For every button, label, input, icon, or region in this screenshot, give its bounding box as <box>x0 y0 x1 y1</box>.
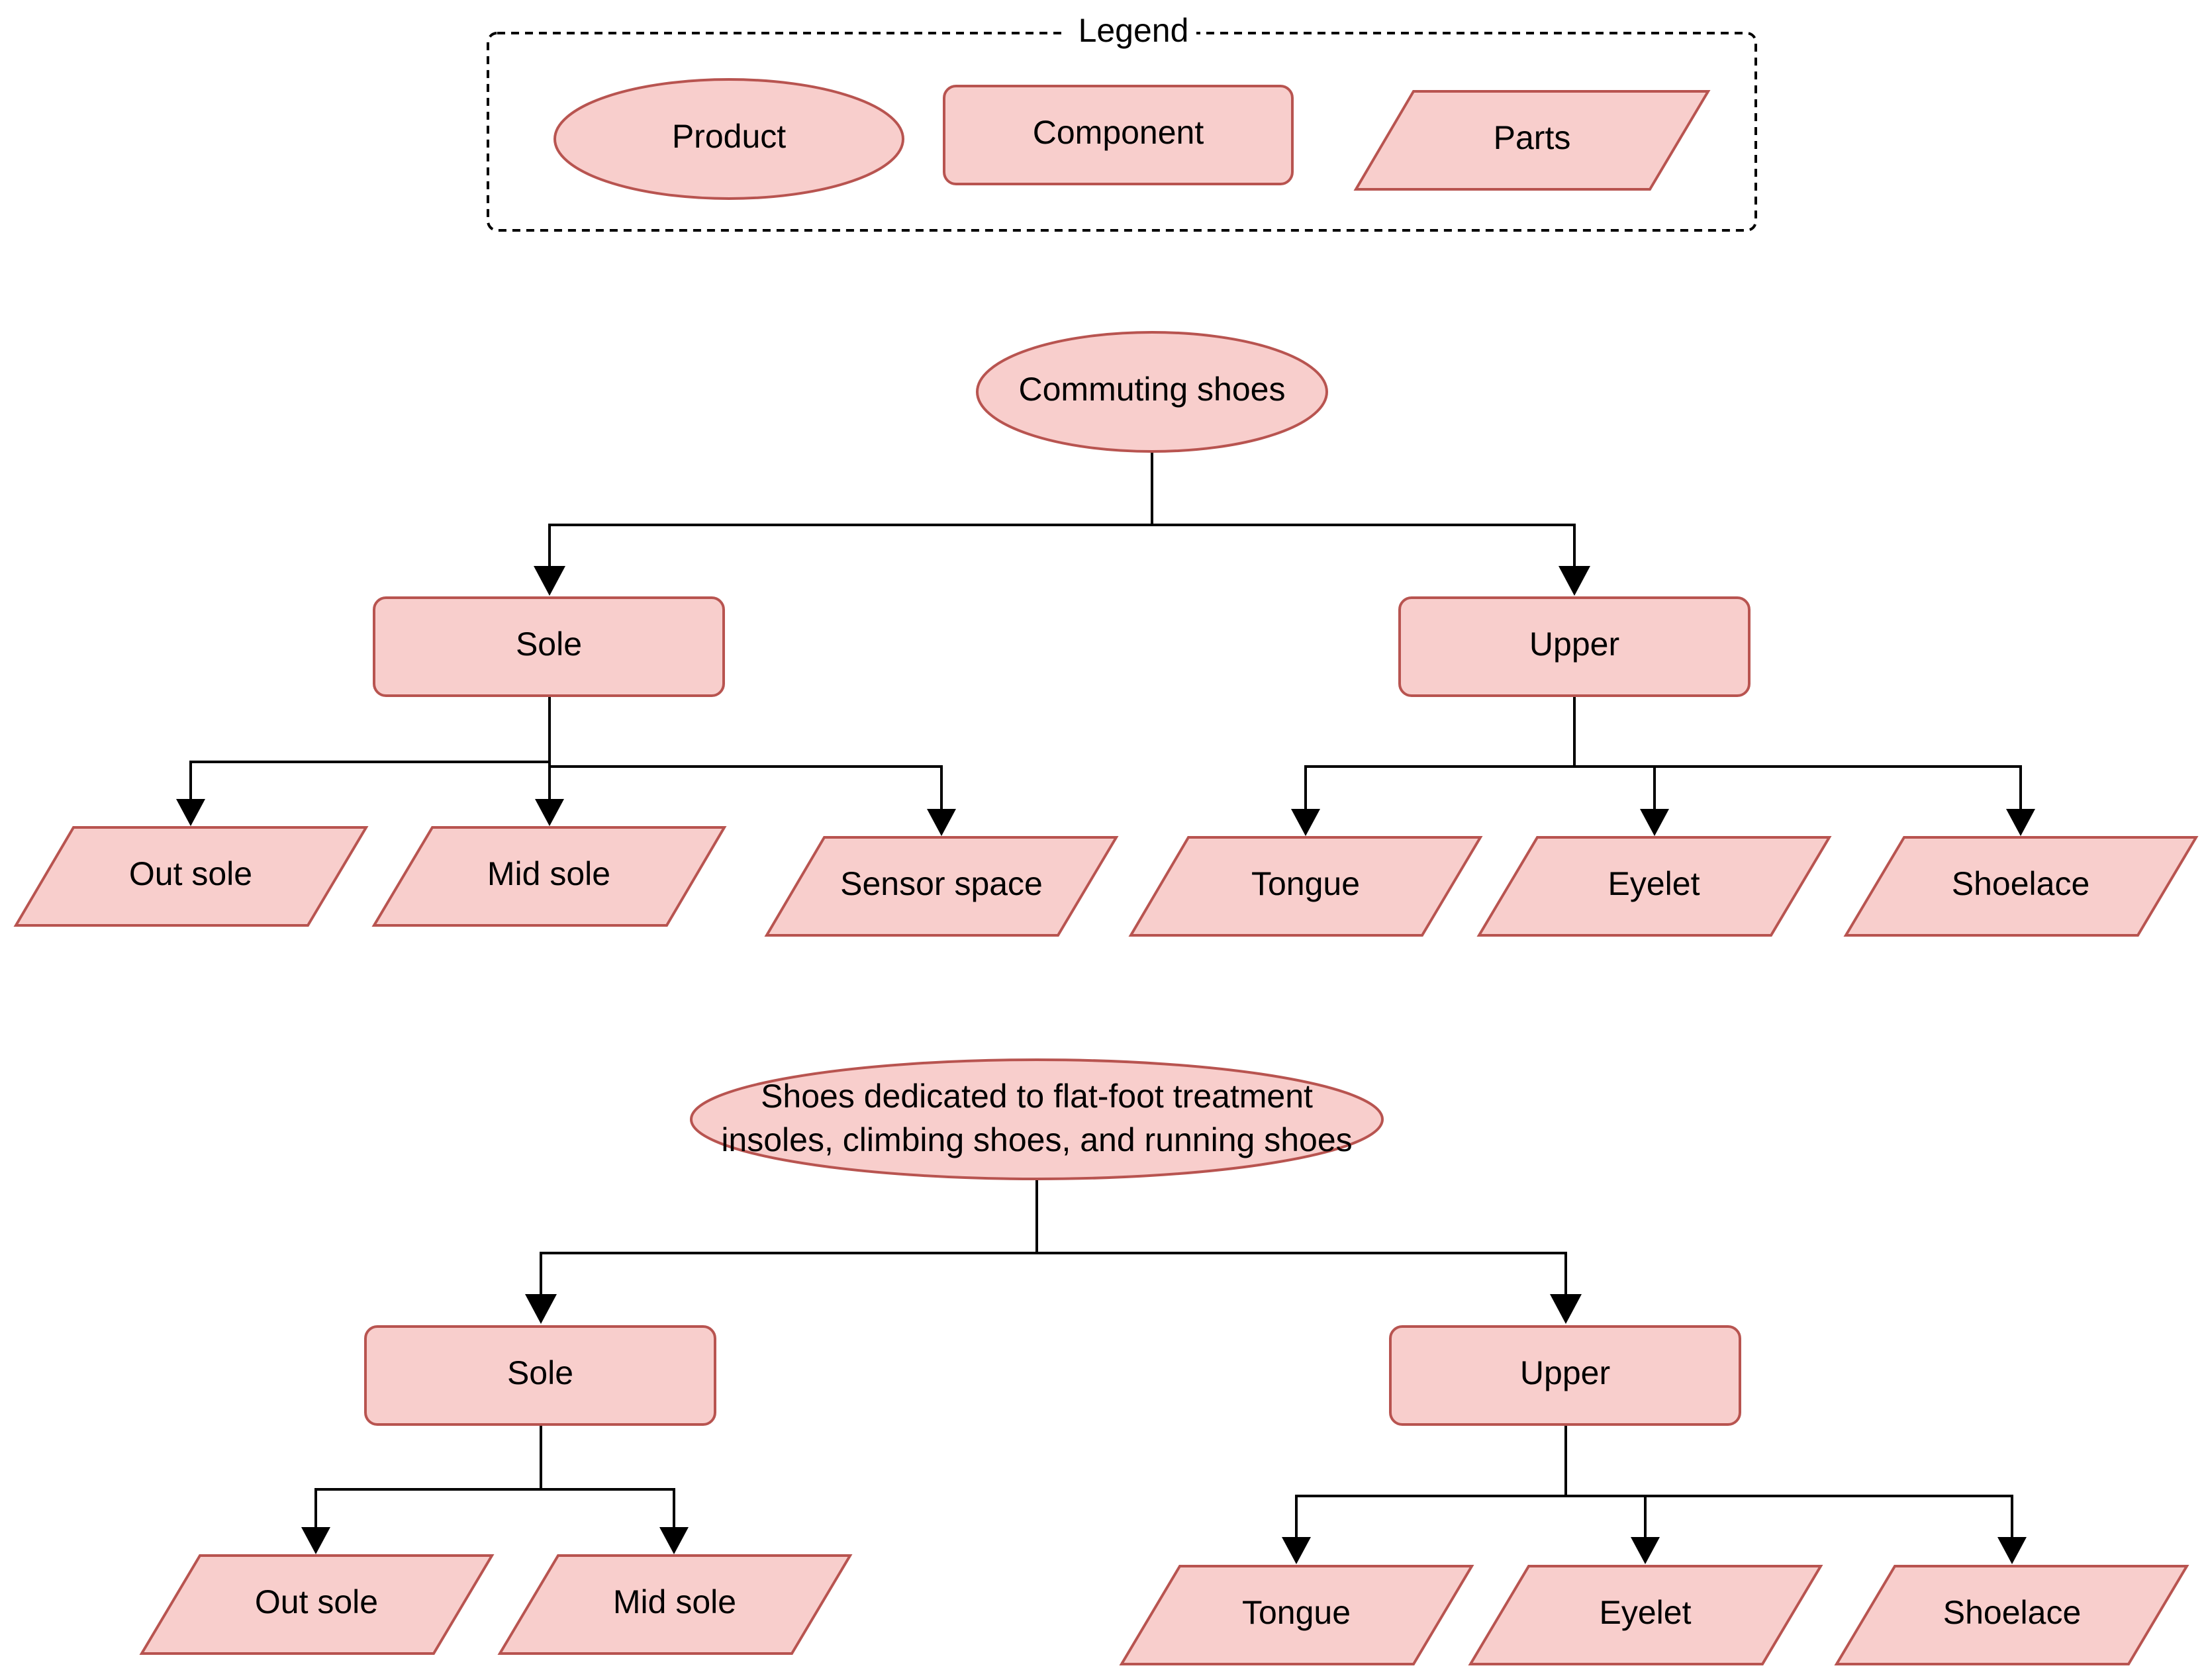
product-label-flat-foot-line1: Shoes dedicated to flat-foot treatment <box>761 1078 1313 1115</box>
parts-label-eyelet: Eyelet <box>1608 865 1700 902</box>
arrowhead-upper2-eyelet <box>1631 1537 1660 1564</box>
parts-node-out-sole-2 <box>139 1554 495 1655</box>
legend-title: Legend <box>1079 12 1189 49</box>
component-node-upper <box>1398 596 1751 697</box>
parts-node-eyelet <box>1476 836 1832 937</box>
component-label-upper: Upper <box>1529 626 1619 663</box>
arrowhead-product2-upper <box>1550 1294 1582 1324</box>
edge-product2-to-upper <box>1037 1252 1567 1307</box>
parts-label-eyelet-2: Eyelet <box>1600 1594 1692 1631</box>
component-label-upper-2: Upper <box>1520 1354 1610 1391</box>
product-label-commuting-shoes: Commuting shoes <box>1019 371 1286 408</box>
parts-label-tongue-2: Tongue <box>1242 1594 1351 1631</box>
component-label-sole: Sole <box>516 626 582 663</box>
edge-product2-to-sole <box>540 1178 1038 1307</box>
parts-label-tongue: Tongue <box>1251 865 1360 902</box>
arrowhead-upper2-tongue <box>1282 1537 1311 1564</box>
tree-flat-foot-shoes: Shoes dedicated to flat-foot treatment i… <box>139 1058 2189 1665</box>
component-node-upper-2 <box>1389 1325 1741 1426</box>
parts-label-out-sole-2: Out sole <box>255 1583 378 1620</box>
parts-node-shoelace-2 <box>1834 1565 2189 1665</box>
edge-product1-to-upper <box>1152 524 1576 579</box>
legend-title-background <box>1067 13 1196 54</box>
product-node-flat-foot-shoes <box>690 1058 1384 1180</box>
arrowhead-upper1-tongue <box>1291 809 1320 836</box>
arrowhead-sole1-midsole <box>535 799 564 826</box>
product-node-commuting-shoes <box>976 331 1328 453</box>
parts-node-sensor-space <box>764 836 1119 937</box>
legend-frame <box>487 32 1757 232</box>
edge-upper1-to-shoelace <box>1574 765 2022 821</box>
parts-label-shoelace-2: Shoelace <box>1943 1594 2082 1631</box>
arrowhead-sole1-outsole <box>176 799 205 826</box>
arrowhead-sole2-midsole <box>659 1527 689 1554</box>
component-node-sole-2 <box>364 1325 716 1426</box>
parts-node-mid-sole <box>371 826 727 927</box>
legend-parts-label: Parts <box>1494 119 1571 156</box>
arrowhead-sole1-sensor <box>927 809 956 836</box>
parts-node-out-sole <box>13 826 369 927</box>
edge-product1-to-sole <box>548 452 1153 579</box>
tree-commuting-shoes: Commuting shoes Sole Upper Out sole Mid … <box>13 331 2199 937</box>
edge-upper2-to-shoelace <box>1566 1495 2013 1549</box>
parts-node-eyelet-2 <box>1468 1565 1823 1665</box>
parts-node-mid-sole-2 <box>497 1554 853 1655</box>
edge-sole1-to-outsole <box>189 695 551 811</box>
edge-upper1-to-tongue <box>1304 695 1576 821</box>
arrowhead-upper1-eyelet <box>1640 809 1669 836</box>
parts-node-tongue <box>1128 836 1483 937</box>
legend-component-label: Component <box>1033 114 1204 151</box>
parts-label-mid-sole: Mid sole <box>487 855 610 892</box>
legend-product-shape <box>553 78 904 200</box>
parts-node-shoelace <box>1843 836 2199 937</box>
arrowhead-product1-upper <box>1559 566 1590 596</box>
parts-label-mid-sole-2: Mid sole <box>613 1583 736 1620</box>
parts-label-out-sole: Out sole <box>129 855 252 892</box>
edge-sole1-to-sensor <box>550 765 943 821</box>
edge-sole2-to-midsole <box>541 1488 675 1539</box>
legend: Legend Product Component Parts <box>487 12 1757 232</box>
parts-node-tongue-2 <box>1119 1565 1474 1665</box>
component-label-sole-2: Sole <box>507 1354 573 1391</box>
component-node-sole <box>373 596 725 697</box>
legend-component-shape <box>943 85 1294 185</box>
arrowhead-sole2-outsole <box>301 1527 330 1554</box>
legend-parts-shape <box>1353 90 1711 191</box>
edge-upper2-to-tongue <box>1295 1424 1567 1549</box>
arrowhead-upper2-shoelace <box>1997 1537 2027 1564</box>
legend-product-label: Product <box>672 118 786 155</box>
edge-sole2-to-outsole <box>314 1424 542 1539</box>
arrowhead-product1-sole <box>534 566 565 596</box>
parts-label-sensor-space: Sensor space <box>840 865 1043 902</box>
arrowhead-upper1-shoelace <box>2006 809 2035 836</box>
product-label-flat-foot-line2: insoles, climbing shoes, and running sho… <box>721 1121 1352 1158</box>
parts-label-shoelace: Shoelace <box>1952 865 2090 902</box>
arrowhead-product2-sole <box>525 1294 557 1324</box>
